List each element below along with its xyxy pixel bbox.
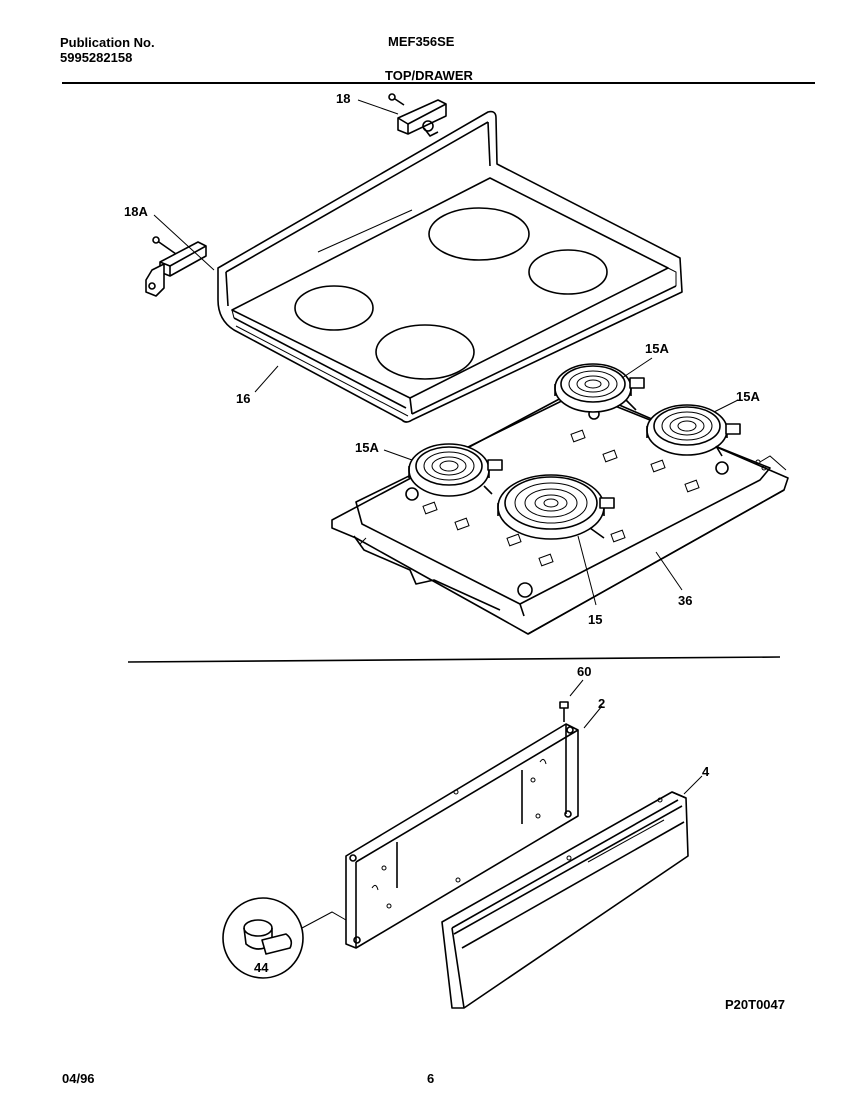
callout-15: 15 (588, 612, 602, 627)
callout-4: 4 (702, 764, 710, 779)
model-number: MEF356SE (388, 34, 455, 49)
callout-15a-top: 15A (645, 341, 669, 356)
surface-element-15a-left (408, 443, 503, 497)
callout-44: 44 (254, 960, 269, 975)
hinge-part-18a (145, 236, 207, 297)
callout-60: 60 (577, 664, 591, 679)
callout-2: 2 (598, 696, 605, 711)
callout-16: 16 (236, 391, 250, 406)
header-rule (62, 82, 815, 84)
surface-element-15 (497, 474, 615, 540)
page-number: 6 (427, 1071, 435, 1086)
publication-number: 5995282158 (60, 50, 133, 65)
drawer-front-part-4 (441, 791, 689, 1009)
surface-element-15a-top (554, 363, 645, 413)
leader-lines-top (153, 99, 739, 606)
section-title: TOP/DRAWER (385, 68, 473, 83)
drawing-code: P20T0047 (725, 997, 785, 1012)
callout-15a-right: 15A (736, 389, 760, 404)
callout-18: 18 (336, 91, 350, 106)
section-divider (127, 656, 781, 663)
footer-date: 04/96 (62, 1071, 95, 1086)
hinge-part-18 (388, 93, 447, 137)
cooktop-part-16 (217, 110, 683, 423)
callout-36: 36 (678, 593, 692, 608)
leader-lines-bottom (569, 679, 703, 795)
drawer-panel-part-2 (345, 701, 579, 949)
callout-15a-left: 15A (355, 440, 379, 455)
screw-part-60 (559, 701, 569, 722)
publication-label: Publication No. (60, 35, 155, 50)
callout-18a: 18A (124, 204, 148, 219)
leveling-leg-part-44 (222, 897, 347, 979)
surface-element-15a-right (646, 404, 741, 457)
